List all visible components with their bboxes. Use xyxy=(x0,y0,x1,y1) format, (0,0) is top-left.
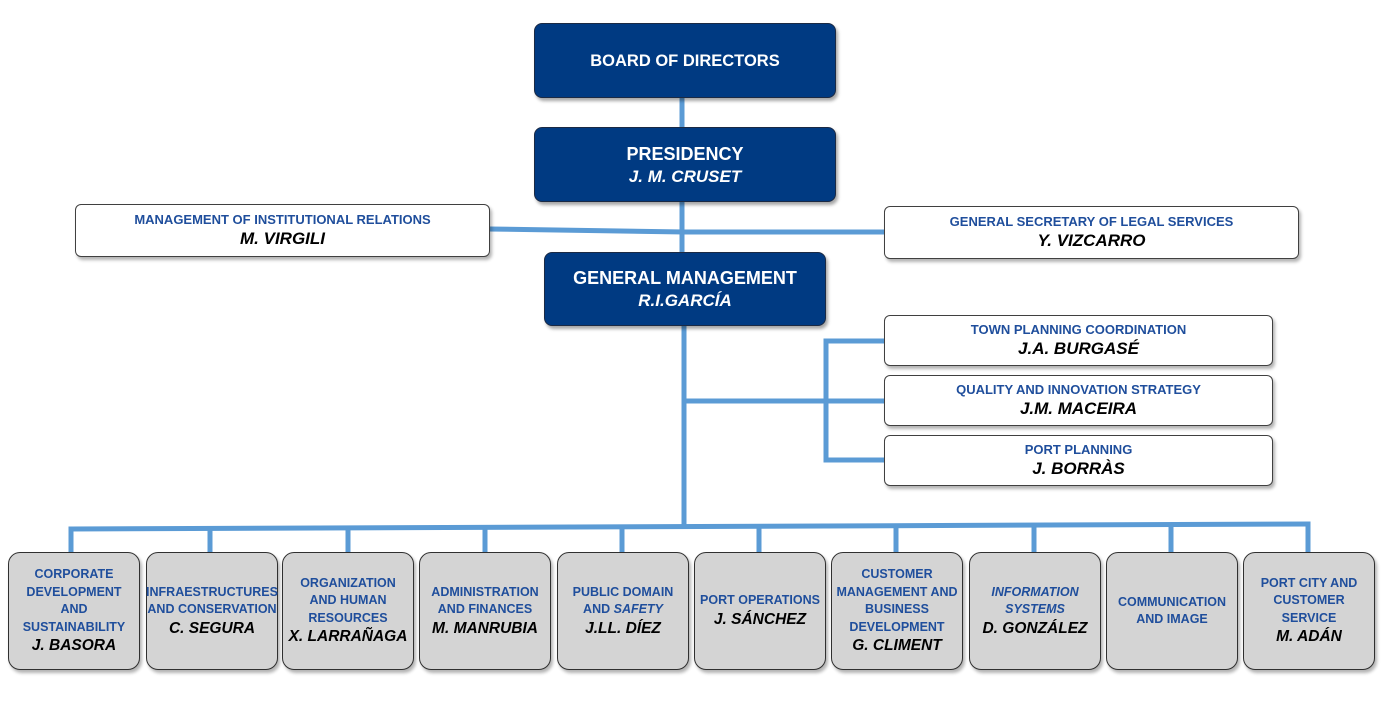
department-head: C. SEGURA xyxy=(168,619,256,637)
presidency-box: PRESIDENCY J. M. CRUSET xyxy=(534,127,836,202)
department-communication-image: COMMUNICATION AND IMAGE xyxy=(1106,552,1238,670)
general-management-box: GENERAL MANAGEMENT R.I.GARCÍA xyxy=(544,252,826,326)
quality-innovation-box: QUALITY AND INNOVATION STRATEGY J.M. MAC… xyxy=(884,375,1273,426)
department-title: ADMINISTRATION AND FINANCES xyxy=(431,584,539,617)
department-head: J. BASORA xyxy=(31,637,117,654)
town-planning-name: J.A. BURGASÉ xyxy=(1018,339,1139,358)
department-head: J.LL. DÍEZ xyxy=(585,619,661,637)
department-head: J. SÁNCHEZ xyxy=(713,610,807,628)
department-port-operations: PORT OPERATIONS J. SÁNCHEZ xyxy=(694,552,826,670)
department-organization-hr: ORGANIZATION AND HUMAN RESOURCES X. LARR… xyxy=(282,552,414,670)
board-of-directors-box: BOARD OF DIRECTORS xyxy=(534,23,836,98)
port-planning-title: PORT PLANNING xyxy=(1024,442,1133,457)
board-title: BOARD OF DIRECTORS xyxy=(590,51,780,70)
department-title: CUSTOMER MANAGEMENT AND BUSINESS DEVELOP… xyxy=(836,567,958,634)
town-planning-box: TOWN PLANNING COORDINATION J.A. BURGASÉ xyxy=(884,315,1273,366)
department-title: PORT CITY AND CUSTOMER SERVICE xyxy=(1260,575,1358,625)
legal-services-box: GENERAL SECRETARY OF LEGAL SERVICES Y. V… xyxy=(884,206,1299,259)
department-head: M. ADÁN xyxy=(1276,628,1342,646)
institutional-relations-box: MANAGEMENT OF INSTITUTIONAL RELATIONS M.… xyxy=(75,204,490,257)
department-administration-finances: ADMINISTRATION AND FINANCES M. MANRUBIA xyxy=(419,552,551,670)
department-corporate-development: CORPORATE DEVELOPMENT AND SUSTAINABILITY… xyxy=(8,552,140,670)
institutional-relations-name: M. VIRGILI xyxy=(240,229,325,248)
quality-innovation-name: J.M. MACEIRA xyxy=(1019,399,1138,418)
department-head: M. MANRUBIA xyxy=(432,619,538,637)
department-title: COMMUNICATION AND IMAGE xyxy=(1117,594,1227,627)
port-planning-name: J. BORRÀS xyxy=(1032,459,1125,478)
department-title: ORGANIZATION AND HUMAN RESOURCES xyxy=(300,575,396,625)
department-head: X. LARRAÑAGA xyxy=(288,628,408,646)
department-title: CORPORATE DEVELOPMENT AND SUSTAINABILITY xyxy=(22,567,126,634)
department-information-systems: INFORMATION SYSTEMS D. GONZÁLEZ xyxy=(969,552,1101,670)
town-planning-title: TOWN PLANNING COORDINATION xyxy=(970,322,1187,337)
department-public-domain-safety: PUBLIC DOMAIN AND SAFETY J.LL. DÍEZ xyxy=(557,552,689,670)
department-title: PUBLIC DOMAIN AND SAFETY xyxy=(561,584,685,619)
legal-services-name: Y. VIZCARRO xyxy=(1037,231,1146,250)
department-customer-management: CUSTOMER MANAGEMENT AND BUSINESS DEVELOP… xyxy=(831,552,963,670)
institutional-relations-title: MANAGEMENT OF INSTITUTIONAL RELATIONS xyxy=(134,212,431,227)
presidency-name: J. M. CRUSET xyxy=(628,166,742,186)
department-title: INFRAESTRUCTURES AND CONSERVATION xyxy=(146,584,278,617)
department-title: PORT OPERATIONS xyxy=(700,593,820,608)
connector-department-bus xyxy=(68,521,1311,532)
department-head: D. GONZÁLEZ xyxy=(982,619,1088,637)
department-head: G. CLIMENT xyxy=(852,637,942,654)
connector-institutional xyxy=(487,226,685,235)
presidency-title: PRESIDENCY xyxy=(626,143,744,164)
department-port-city: PORT CITY AND CUSTOMER SERVICE M. ADÁN xyxy=(1243,552,1375,670)
general-management-title: GENERAL MANAGEMENT xyxy=(573,268,797,288)
department-infrastructures: INFRAESTRUCTURES AND CONSERVATION C. SEG… xyxy=(146,552,278,670)
port-planning-box: PORT PLANNING J. BORRÀS xyxy=(884,435,1273,486)
department-title: INFORMATION SYSTEMS xyxy=(991,584,1079,617)
department-title-part: PUBLIC DOMAIN AND xyxy=(572,584,674,617)
department-title-italic: SAFETY xyxy=(613,602,663,616)
legal-services-title: GENERAL SECRETARY OF LEGAL SERVICES xyxy=(949,214,1234,229)
quality-innovation-title: QUALITY AND INNOVATION STRATEGY xyxy=(956,382,1201,397)
general-management-name: R.I.GARCÍA xyxy=(638,291,732,310)
